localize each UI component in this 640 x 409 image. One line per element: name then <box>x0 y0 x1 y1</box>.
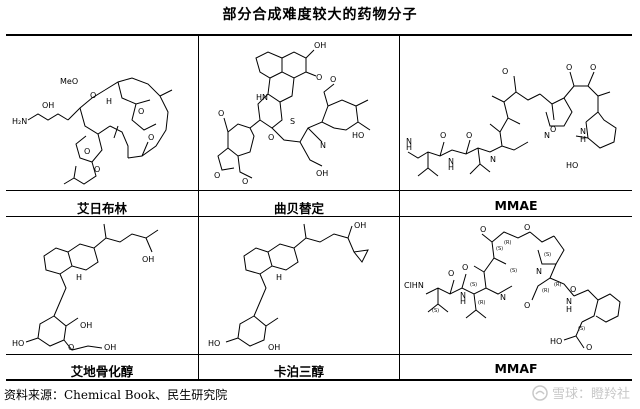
oxygen-label: O <box>148 133 154 142</box>
hydroxyl-label: OH <box>142 255 154 264</box>
eldecalcitol-structure: OH H HO OH O OH <box>10 220 194 352</box>
carbonyl-oxygen-label: O <box>590 63 596 72</box>
mmaf-label: MMAF <box>494 361 538 376</box>
carbonyl-oxygen-label: O <box>466 131 472 140</box>
stereo-label: (S) <box>578 326 585 332</box>
molecule-table: H₂N OH MeO H O O O O O 艾日布林 <box>6 34 632 381</box>
mmae-structure: N H N H N N N H O O O O O O HO <box>404 38 628 188</box>
carbonyl-oxygen-label: O <box>462 263 468 272</box>
stereo-label: (S) <box>510 268 517 274</box>
oxygen-label: O <box>94 165 100 174</box>
hydrogen-label: H <box>276 273 282 282</box>
nitrogen-label: N <box>490 155 496 164</box>
methoxy-oxygen-label: O <box>502 67 508 76</box>
stereo-label: (R) <box>542 288 549 294</box>
table-column-divider <box>198 34 199 380</box>
table-bottom-border <box>6 379 632 381</box>
hydroxyl-label: HO <box>12 339 24 348</box>
table-column-divider <box>399 34 400 380</box>
carbonyl-oxygen-label: O <box>448 269 454 278</box>
amine-label: HN <box>256 93 268 102</box>
methoxy-oxygen-label: O <box>480 225 486 234</box>
stereo-label: (S) <box>544 252 551 258</box>
watermark-text: 雪球：瞪羚社 <box>551 387 630 402</box>
ether-oxygen-label: O <box>68 343 74 352</box>
hydroxyl-label: OH <box>268 343 280 352</box>
calcipotriol-structure: OH H HO OH <box>204 220 394 352</box>
carbonyl-oxygen-label: O <box>570 285 576 294</box>
stereo-label: (R) <box>478 300 485 306</box>
table-top-border <box>6 34 632 36</box>
stereo-label: (S) <box>496 246 503 252</box>
calcipotriol-label: 卡泊三醇 <box>273 364 324 379</box>
table-divider <box>6 354 632 355</box>
oxygen-label: O <box>84 147 90 156</box>
mmae-label: MMAE <box>494 198 538 213</box>
nitrogen-label: N <box>500 293 506 302</box>
snowball-logo-icon <box>532 384 548 401</box>
mmaf-structure: ClHN H N N N N H O O O O O O HO O (S) (S… <box>404 220 628 352</box>
page-title: 部分合成难度较大的药物分子 <box>222 7 418 23</box>
methoxy-oxygen-label: O <box>566 63 572 72</box>
stereo-label: (R) <box>504 240 511 246</box>
amine-salt-label: ClHN <box>404 281 424 290</box>
stereo-label: (S) <box>432 308 439 314</box>
sulfur-label: S <box>290 117 295 126</box>
dioxole-oxygen-label: O <box>242 177 248 186</box>
oxygen-label: O <box>138 107 144 116</box>
oxygen-label: O <box>90 91 96 100</box>
table-divider <box>6 190 632 191</box>
carbonyl-oxygen-label: O <box>586 343 592 352</box>
trabectedin-structure: OH O HN S N OH O O O O O HO <box>204 38 394 188</box>
eribulin-label: 艾日布林 <box>76 201 127 216</box>
hydrogen-label: H <box>460 297 466 306</box>
nitrogen-label: N <box>536 267 542 276</box>
hydrogen-label: H <box>406 143 412 152</box>
acetate-oxygen-label: O <box>218 109 224 118</box>
hydroxyl-label: OH <box>42 101 54 110</box>
hydroxyl-label: OH <box>80 321 92 330</box>
trabectedin-label: 曲贝替定 <box>273 201 324 216</box>
source-note: 资料来源：Chemical Book、民生研究院 <box>4 388 228 402</box>
hydroxyl-label: OH <box>354 221 366 230</box>
hydroxyl-label: OH <box>104 343 116 352</box>
nitrogen-label: N <box>460 291 466 300</box>
hydrogen-label: H <box>580 135 586 144</box>
hydroxyl-label: HO <box>208 339 220 348</box>
hydrogen-label: H <box>566 305 572 314</box>
nitrogen-label: N <box>544 131 550 140</box>
hydrogen-label: H <box>106 97 112 106</box>
watermark: 雪球：瞪羚社 <box>532 383 630 402</box>
hydroxyl-label: HO <box>566 161 578 170</box>
hydroxyl-label: HO <box>352 131 364 140</box>
eldecalcitol-label: 艾地骨化醇 <box>70 364 134 379</box>
hydroxyl-label: OH <box>316 169 328 178</box>
table-divider <box>6 216 632 217</box>
nitrogen-label: N <box>566 297 572 306</box>
carbonyl-oxygen-label: O <box>524 223 530 232</box>
eribulin-structure: H₂N OH MeO H O O O O O <box>10 38 194 188</box>
amine-label: H₂N <box>12 117 27 126</box>
stereo-label: (R) <box>554 282 561 288</box>
hydrogen-label: H <box>76 273 82 282</box>
nitrogen-label: N <box>320 141 326 150</box>
nitrogen-label: N <box>448 157 454 166</box>
nitrogen-label: N <box>406 137 412 146</box>
nitrogen-label: N <box>580 127 586 136</box>
hydrogen-label: H <box>448 163 454 172</box>
stereo-label: (S) <box>470 282 477 288</box>
dioxole-oxygen-label: O <box>214 171 220 180</box>
methoxy-label: MeO <box>60 77 78 86</box>
carbonyl-oxygen-label: O <box>440 131 446 140</box>
methoxy-oxygen-label: O <box>524 301 530 310</box>
methoxy-oxygen-label: O <box>330 75 336 84</box>
hydroxyl-label: HO <box>550 337 562 346</box>
hydroxyl-label: OH <box>314 41 326 50</box>
lactone-oxygen-label: O <box>268 133 274 142</box>
carbonyl-oxygen-label: O <box>550 125 556 134</box>
methoxy-oxygen-label: O <box>316 73 322 82</box>
